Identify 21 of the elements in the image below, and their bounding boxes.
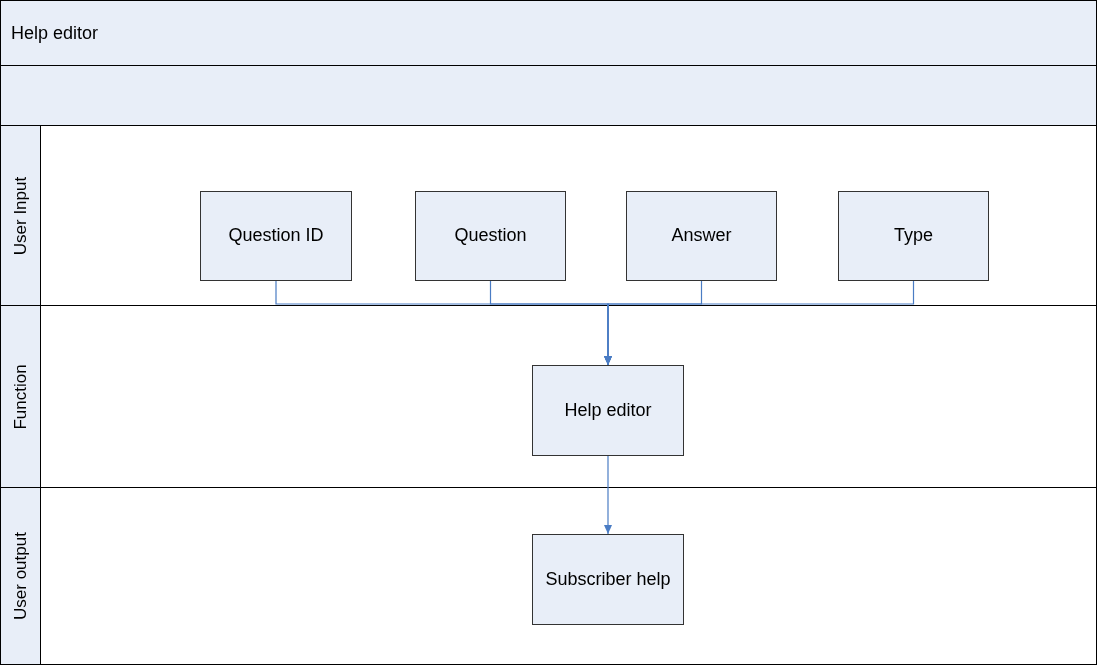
swimlane [0, 125, 1097, 306]
box-label: Question ID [228, 224, 324, 248]
lane-label: User Input [11, 176, 31, 255]
process-box [626, 191, 777, 281]
swimlane [0, 305, 1097, 488]
process-box [532, 534, 684, 625]
process-box [415, 191, 566, 281]
lane-label: Function [11, 363, 31, 430]
process-box [200, 191, 352, 281]
box-label: Help editor [564, 398, 652, 422]
lane-label: User output [11, 532, 31, 620]
connector-arrow [604, 280, 915, 366]
process-box [532, 365, 684, 456]
diagram-title: Help editor [11, 22, 99, 44]
swimlane [0, 487, 1097, 665]
box-label: Question [454, 224, 527, 248]
process-box [838, 191, 989, 281]
box-label: Subscriber help [545, 567, 671, 591]
box-label: Answer [671, 224, 732, 248]
box-label: Type [894, 224, 933, 248]
connector-arrow [604, 455, 612, 535]
